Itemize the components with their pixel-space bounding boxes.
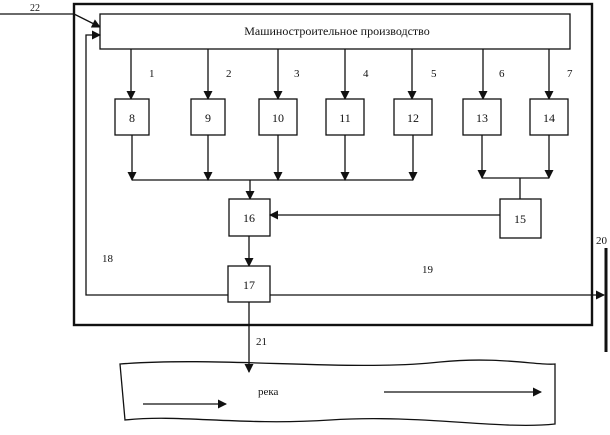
flow-label-4: 4 bbox=[363, 68, 369, 80]
flow-label-6: 6 bbox=[499, 68, 505, 80]
return-loop-line bbox=[85, 30, 228, 296]
node-box-15 bbox=[499, 198, 542, 239]
production-header-box bbox=[99, 13, 571, 50]
node-label-9: 9 bbox=[205, 111, 211, 125]
label-18: 18 bbox=[102, 253, 114, 265]
node-label-16: 16 bbox=[243, 211, 255, 225]
node-label-12: 12 bbox=[407, 111, 419, 125]
enterprise-boundary bbox=[72, 2, 594, 327]
node-box-14 bbox=[529, 98, 569, 136]
node-box-9 bbox=[190, 98, 226, 136]
node-label-17: 17 bbox=[243, 278, 255, 292]
treatment-units-row: 8 9 10 11 12 13 14 bbox=[114, 98, 569, 136]
collector-right bbox=[477, 135, 554, 199]
input-flow-arrow bbox=[73, 13, 101, 28]
node-box-12 bbox=[393, 98, 433, 136]
top-flows: 1 2 3 4 5 6 7 bbox=[126, 49, 573, 100]
input-flow-label: 22 bbox=[30, 3, 40, 14]
river-shape bbox=[119, 359, 556, 426]
flow-label-7: 7 bbox=[567, 68, 573, 80]
flow-label-5: 5 bbox=[431, 68, 437, 80]
label-20: 20 bbox=[596, 235, 608, 247]
node-label-10: 10 bbox=[272, 111, 284, 125]
production-header-title: Машиностроительное производство bbox=[244, 24, 430, 38]
node-box-16 bbox=[228, 198, 271, 237]
flow-label-3: 3 bbox=[294, 68, 300, 80]
node-label-14: 14 bbox=[543, 111, 555, 125]
node-box-10 bbox=[258, 98, 298, 136]
discharge-label: 21 bbox=[256, 336, 267, 348]
flow-label-1: 1 bbox=[149, 68, 155, 80]
node-label-15: 15 bbox=[514, 212, 526, 226]
node-label-8: 8 bbox=[129, 111, 135, 125]
label-19: 19 bbox=[422, 264, 434, 276]
flow-label-2: 2 bbox=[226, 68, 232, 80]
node-label-11: 11 bbox=[339, 111, 351, 125]
river-label: река bbox=[258, 386, 279, 398]
node-box-13 bbox=[462, 98, 502, 136]
collector-left bbox=[127, 135, 418, 200]
node-box-17 bbox=[227, 265, 271, 303]
node-label-13: 13 bbox=[476, 111, 488, 125]
